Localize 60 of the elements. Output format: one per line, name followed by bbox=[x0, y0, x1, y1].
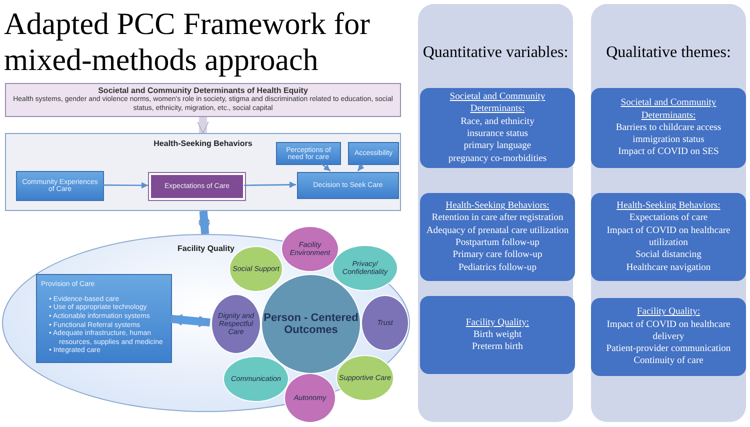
variables-card bbox=[420, 88, 575, 168]
outcomes-label: Person - Centered Outcomes bbox=[263, 312, 359, 336]
process-box bbox=[297, 172, 399, 199]
process-box bbox=[348, 142, 399, 165]
variable-item: Adequacy of prenatal care utilization bbox=[426, 224, 569, 237]
card-heading: Health-Seeking Behaviors: bbox=[446, 200, 550, 212]
arrow bbox=[357, 164, 364, 172]
column-panel bbox=[418, 4, 573, 422]
block-arrow bbox=[197, 117, 209, 134]
variable-item: Continuity of care bbox=[634, 355, 704, 368]
variable-item: Postpartum follow-up bbox=[456, 237, 540, 250]
variable-item: Birth weight bbox=[473, 328, 522, 342]
column-heading: Qualitative themes: bbox=[606, 44, 731, 62]
variables-card bbox=[591, 298, 746, 376]
variable-item: Retention in care after registration bbox=[432, 212, 564, 225]
card-heading: Facility Quality: bbox=[466, 316, 530, 329]
variable-item: pregnancy co-morbidities bbox=[448, 152, 547, 165]
process-box bbox=[16, 171, 104, 201]
variable-item: Impact of COVID on SES bbox=[618, 146, 719, 159]
behaviors-panel bbox=[5, 133, 401, 211]
determinants-box bbox=[5, 83, 401, 117]
outcome-petal bbox=[211, 294, 261, 354]
variable-item: Pediatrics follow-up bbox=[458, 262, 537, 274]
outcome-petal bbox=[284, 373, 336, 423]
variable-item: Impact of COVID on healthcare delivery bbox=[606, 318, 732, 344]
variables-card bbox=[591, 193, 746, 281]
diagram-title: Adapted PCC Framework for mixed-methods approach bbox=[4, 6, 371, 79]
variable-item: Social distancing bbox=[636, 249, 702, 262]
variable-item: Primary care follow-up bbox=[452, 249, 542, 262]
process-box bbox=[149, 173, 245, 200]
variable-item: Healthcare navigation bbox=[626, 262, 711, 274]
variable-item: immigration status bbox=[632, 134, 704, 146]
variable-item: Patient-provider communication bbox=[606, 343, 731, 356]
column-panel bbox=[591, 4, 746, 422]
variable-item: Barriers to childcare access bbox=[616, 122, 722, 134]
section-heading: Facility Quality bbox=[178, 244, 234, 253]
variable-item: Race, and ethnicity bbox=[460, 116, 534, 128]
arrow bbox=[244, 182, 296, 188]
block-arrow bbox=[170, 314, 210, 328]
variable-item: Impact of COVID on healthcare utilization bbox=[606, 224, 732, 250]
outcome-petal bbox=[223, 356, 289, 402]
variable-item: insurance status bbox=[466, 128, 528, 140]
card-heading: Societal and Community Determinants: bbox=[448, 91, 546, 116]
variables-card bbox=[591, 88, 746, 168]
column-heading: Quantitative variables: bbox=[422, 44, 568, 62]
provision-box bbox=[36, 274, 172, 363]
variable-item: Preterm birth bbox=[472, 341, 523, 354]
panel-heading: Health-Seeking Behaviors bbox=[154, 139, 252, 148]
variables-card bbox=[420, 296, 575, 374]
arrow bbox=[321, 164, 331, 172]
arrow bbox=[103, 182, 148, 189]
block-arrow bbox=[198, 210, 210, 234]
card-heading: Facility Quality: bbox=[636, 306, 700, 319]
card-heading: Health-Seeking Behaviors: bbox=[616, 200, 720, 212]
variable-item: primary language bbox=[464, 140, 532, 153]
card-heading: Societal and Community Determinants: bbox=[620, 97, 718, 122]
process-box bbox=[276, 142, 341, 165]
variable-item: Expectations of care bbox=[629, 212, 708, 225]
variables-card bbox=[420, 193, 575, 281]
box-heading: Societal and Community Determinants of Health Equity bbox=[98, 86, 308, 96]
